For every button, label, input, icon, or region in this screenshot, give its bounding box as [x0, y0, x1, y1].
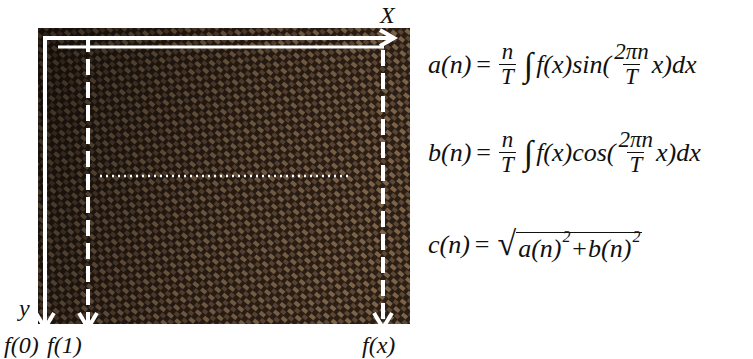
formula-term: f(x)cos( — [536, 139, 615, 166]
fraction: 2πnT — [614, 40, 649, 89]
formula-term: x)dx — [656, 139, 701, 166]
function-label: f(x) — [362, 333, 395, 357]
dashed-arrow — [86, 36, 90, 326]
arrow-head — [36, 313, 54, 328]
numerator: n — [502, 40, 514, 64]
fraction: nT — [499, 128, 516, 177]
formula: c(n)=√a(n)2+b(n)2 — [428, 226, 642, 262]
equals-sign: = — [476, 139, 491, 166]
denominator: T — [499, 152, 516, 177]
y-axis-arrow — [43, 36, 47, 326]
formula-term: a(n) — [428, 51, 471, 78]
formula-term: f(x)sin( — [536, 51, 611, 78]
denominator: T — [499, 64, 516, 89]
dotted-line — [100, 175, 350, 178]
x-axis-arrow — [44, 36, 392, 40]
fraction: 2πnT — [619, 128, 654, 177]
integral-sign: ∫ — [524, 135, 533, 171]
radicand: a(n)2+b(n)2 — [516, 232, 642, 262]
fabric-texture — [38, 28, 410, 324]
equals-sign: = — [476, 51, 491, 78]
formula-term: x)dx — [652, 51, 697, 78]
formula-term: a(n) — [518, 235, 561, 262]
arrow-head — [380, 30, 394, 46]
formula: b(n)=nT∫f(x)cos(2πnTx)dx — [428, 128, 701, 177]
function-label: f(0) — [4, 333, 39, 357]
formula-term: b(n) — [428, 139, 471, 166]
axis-label: X — [380, 3, 395, 27]
arrow-head — [79, 313, 97, 328]
numerator: 2πn — [619, 128, 654, 152]
denominator: T — [623, 64, 640, 89]
scan-line — [58, 46, 384, 49]
dashed-arrow — [381, 50, 385, 326]
axis-label: y — [19, 296, 30, 320]
integral-sign: ∫ — [524, 47, 533, 83]
formula: a(n)=nT∫f(x)sin(2πnTx)dx — [428, 40, 697, 89]
exponent: 2 — [563, 229, 571, 246]
numerator: n — [502, 128, 514, 152]
fabric-shade — [38, 28, 410, 324]
exponent: 2 — [632, 229, 640, 246]
equals-sign: = — [475, 231, 490, 258]
arrow-head — [374, 313, 392, 328]
formula-term: b(n) — [588, 235, 631, 262]
formula-term: + — [571, 235, 589, 262]
denominator: T — [627, 152, 644, 177]
fraction: nT — [499, 40, 516, 89]
function-label: f(1) — [47, 333, 82, 357]
numerator: 2πn — [614, 40, 649, 64]
formula-term: c(n) — [428, 231, 470, 258]
radical-sign: √ — [498, 226, 517, 262]
